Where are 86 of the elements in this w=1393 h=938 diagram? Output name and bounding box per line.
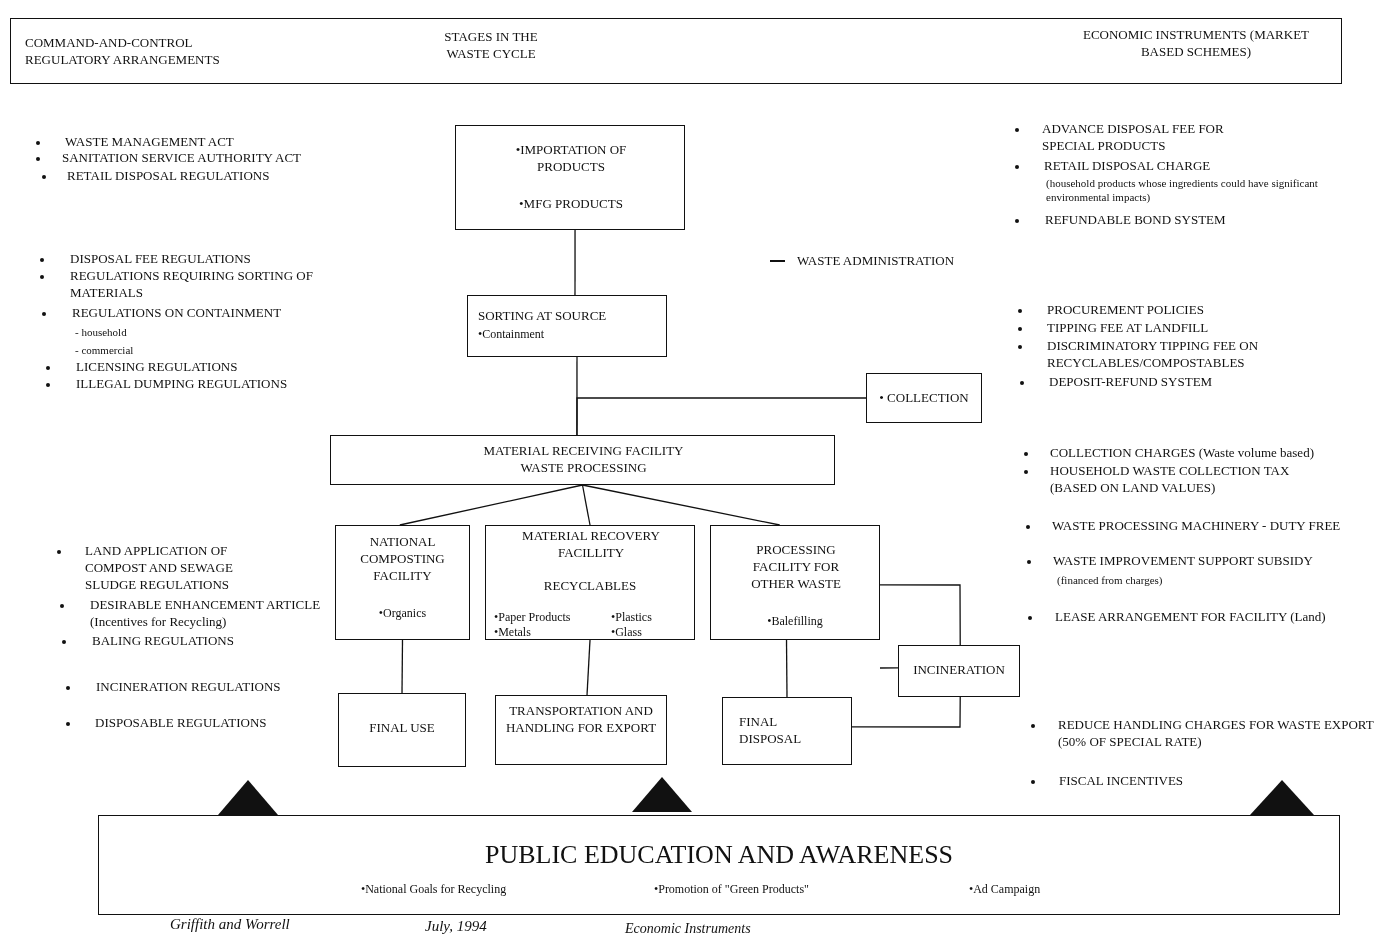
box-text: TRANSPORTATION AND HANDLING FOR EXPORT — [504, 703, 658, 737]
box-text: STAGES IN THE WASTE CYCLE — [443, 29, 539, 63]
list-item: ADVANCE DISPOSAL FEE FOR SPECIAL PRODUCTS — [1042, 121, 1225, 155]
box-text: RECYCLABLES — [542, 578, 638, 595]
stage-box — [722, 697, 852, 765]
stage-box — [898, 645, 1020, 697]
list-item: SANITATION SERVICE AUTHORITY ACT — [62, 150, 302, 167]
connector-line — [581, 484, 591, 526]
list-item: WASTE MANAGEMENT ACT — [65, 134, 235, 151]
box-text: •Promotion of "Green Products" — [654, 882, 810, 898]
list-item: BALING REGULATIONS — [92, 633, 235, 650]
list-item: REFUNDABLE BOND SYSTEM — [1045, 212, 1227, 229]
connector-line — [879, 584, 961, 646]
list-item: LICENSING REGULATIONS — [76, 359, 239, 376]
list-item: FISCAL INCENTIVES — [1059, 773, 1185, 790]
box-text: SORTING AT SOURCE — [478, 308, 608, 325]
box-text: COMMAND-AND-CONTROL REGULATORY ARRANGEMENTS — [25, 35, 221, 69]
list-item: PROCUREMENT POLICIES — [1047, 302, 1205, 319]
box-text: •Glass — [611, 625, 643, 641]
list-item: RETAIL DISPOSAL REGULATIONS — [67, 168, 271, 185]
box-text: •MFG PRODUCTS — [518, 196, 624, 213]
footer-note: Economic Instruments — [625, 920, 752, 938]
connector-line — [879, 667, 899, 669]
stage-box — [485, 525, 695, 640]
stage-box — [338, 693, 466, 767]
box-text: •IMPORTATION OF PRODUCTS — [514, 142, 628, 176]
stage-box — [467, 295, 667, 357]
stage-box — [330, 435, 835, 485]
list-item: COLLECTION CHARGES (Waste volume based) — [1050, 445, 1315, 462]
connector-line — [581, 484, 781, 526]
box-text: •Metals — [494, 625, 532, 641]
list-item: DISPOSABLE REGULATIONS — [95, 715, 268, 732]
box-text: • COLLECTION — [878, 390, 970, 407]
list-item: ILLEGAL DUMPING REGULATIONS — [76, 376, 289, 393]
list-item: - commercial — [75, 343, 135, 358]
list-item: RETAIL DISPOSAL CHARGE — [1044, 158, 1212, 175]
box-text: •Containment — [478, 327, 546, 343]
box-text: •National Goals for Recycling — [361, 882, 508, 898]
box-text: MATERIAL RECEIVING FACILITY WASTE PROCESSING — [482, 443, 685, 477]
list-item: (financed from charges) — [1057, 573, 1164, 588]
box-text: PROCESSING FACILITY FOR OTHER WASTE — [750, 542, 842, 593]
connector-line — [785, 639, 788, 698]
footer-note: July, 1994 — [425, 917, 488, 936]
list-item: REGULATIONS ON CONTAINMENT — [72, 305, 283, 322]
list-item: REGULATIONS REQUIRING SORTING OF MATERIALS — [70, 268, 314, 302]
stage-box — [710, 525, 880, 640]
connector-line — [574, 229, 576, 296]
stage-box — [335, 525, 470, 640]
box-text: •Ad Campaign — [969, 882, 1042, 898]
box-text: •Plastics — [611, 610, 653, 626]
list-item: DEPOSIT-REFUND SYSTEM — [1049, 374, 1214, 391]
list-item: WASTE IMPROVEMENT SUPPORT SUBSIDY — [1053, 553, 1314, 570]
box-text: NATIONAL COMPOSTING FACILITY — [359, 534, 446, 585]
box-text: ECONOMIC INSTRUMENTS (MARKET BASED SCHEMES) — [1081, 27, 1311, 61]
connector-line — [399, 484, 584, 526]
band-title: PUBLIC EDUCATION AND AWARENESS — [483, 839, 955, 871]
header-band — [10, 18, 1342, 84]
connector-line — [401, 639, 404, 694]
stage-box — [495, 695, 667, 765]
box-text: MATERIAL RECOVERY FACILLITY — [521, 528, 661, 562]
connector-line — [851, 696, 961, 728]
list-item: - household — [75, 325, 128, 340]
connector-line — [586, 639, 591, 696]
list-item: HOUSEHOLD WASTE COLLECTION TAX (BASED ON LAND VALUES) — [1050, 463, 1291, 497]
legend-text: WASTE ADMINISTRATION — [797, 253, 956, 270]
box-text: INCINERATION — [912, 662, 1006, 679]
education-band — [98, 815, 1340, 915]
stage-box — [455, 125, 685, 230]
list-item: TIPPING FEE AT LANDFILL — [1047, 320, 1210, 337]
list-item: LEASE ARRANGEMENT FOR FACILITY (Land) — [1055, 609, 1327, 626]
list-item: WASTE PROCESSING MACHINERY - DUTY FREE — [1052, 518, 1342, 535]
box-text: •Balefilling — [766, 614, 824, 630]
list-item: DISCRIMINATORY TIPPING FEE ON RECYCLABLES/COMPOSTABLES — [1047, 338, 1260, 372]
footer-note: Griffith and Worrell — [170, 915, 291, 934]
stage-box — [866, 373, 982, 423]
list-item: (household products whose ingredients could have significant environmental impacts) — [1046, 176, 1319, 205]
list-item: LAND APPLICATION OF COMPOST AND SEWAGE SLUDGE REGULATIONS — [85, 543, 234, 594]
box-text: FINAL USE — [368, 720, 436, 737]
box-text: •Organics — [377, 606, 428, 622]
list-item: INCINERATION REGULATIONS — [96, 679, 282, 696]
connector-line — [576, 397, 867, 436]
box-text: FINAL DISPOSAL — [739, 714, 799, 748]
list-item: DESIRABLE ENHANCEMENT ARTICLE (Incentives for Recycling) — [90, 597, 322, 631]
list-item: REDUCE HANDLING CHARGES FOR WASTE EXPORT (50% OF SPECIAL RATE) — [1058, 717, 1375, 751]
box-text: •Paper Products — [494, 610, 572, 626]
list-item: DISPOSAL FEE REGULATIONS — [70, 251, 252, 268]
